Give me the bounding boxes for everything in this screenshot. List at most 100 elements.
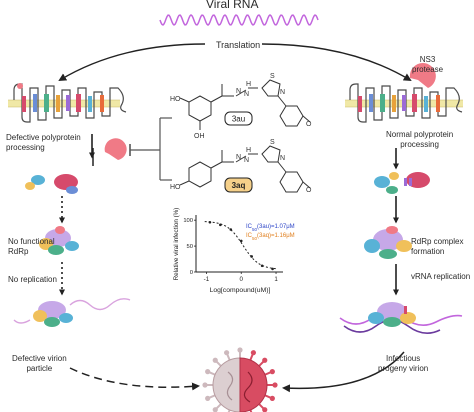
label-normal-processing: Normal polyprotein processing <box>386 130 453 149</box>
atom-label-n2-3au: N <box>244 91 249 98</box>
label-no-functional-rdrp-line2: RdRp <box>8 246 29 256</box>
label-normal-processing-line1: Normal polyprotein <box>386 130 454 139</box>
nonfunctional-rdrp-icon <box>39 226 79 255</box>
chart-ticks: 0 50 100 -1 0 1 <box>183 218 278 283</box>
ns3-protease-icon <box>409 63 436 88</box>
no-replication-complex-icon <box>13 298 131 327</box>
ns3-label: NS3 protease <box>412 55 443 74</box>
chart-data-point <box>229 228 233 231</box>
rdrp-complex-icon <box>364 226 412 259</box>
chart-y-label: Relative viral infection (%) <box>173 208 180 281</box>
label-defective-processing: Defective polyprotein processing <box>6 133 81 152</box>
compound-3aq-label: 3aq <box>232 181 246 190</box>
atom-label-oh-3au-bottom: OH <box>194 133 205 140</box>
label-defective-processing-line2: processing <box>6 142 45 152</box>
chart-data-point <box>219 223 222 227</box>
label-no-functional-rdrp-line1: No functional <box>8 237 55 246</box>
label-defective-virion: Defective virion particle <box>12 354 67 373</box>
atom-label-ho-3aq: HO <box>170 184 181 191</box>
atom-label-s-3aq: S <box>270 139 275 146</box>
title-viral-rna: Viral RNA <box>206 0 259 11</box>
arrow-to-defective-virion <box>69 367 200 391</box>
ns3-label-line2: protease <box>412 64 444 74</box>
compound-3au-label-box <box>224 111 253 126</box>
virion-spike-head <box>269 369 275 375</box>
label-rdrp-complex-line1: RdRp complex <box>411 237 464 246</box>
chart-fit-curve <box>204 221 278 270</box>
label-defective-virion-line1: Defective virion <box>12 354 67 363</box>
virion-spike-head <box>205 395 211 401</box>
compound-3aq-label-box <box>224 177 253 193</box>
virion-icon <box>202 347 278 412</box>
virion-spike-head <box>262 407 268 412</box>
vrna-replication-icon <box>339 302 463 334</box>
translation-arrow-left <box>58 43 206 82</box>
compound-3aq-structure <box>179 145 311 193</box>
fragmented-proteins-icon <box>25 174 78 194</box>
chart-x-tick-label: 1 <box>274 276 278 283</box>
atom-label-n-3aq: N <box>236 154 241 161</box>
processed-proteins-icon <box>374 172 430 194</box>
translation-label: Translation <box>214 40 263 51</box>
chart-data-point <box>250 255 253 258</box>
virion-spike-head <box>250 350 256 356</box>
atom-label-n3-3au: N <box>280 89 285 96</box>
inhibition-bracket <box>129 117 172 181</box>
virion-spike-head <box>205 369 211 375</box>
ns3-label-line1: NS3 <box>419 55 436 64</box>
compound-3au-label: 3au <box>232 115 245 124</box>
compound-3au-structure <box>179 79 311 130</box>
atom-label-n2-3aq: N <box>244 157 249 164</box>
translation-arrow-right <box>261 43 412 82</box>
label-normal-processing-line2: processing <box>400 139 439 149</box>
label-defective-virion-line2: particle <box>26 363 53 373</box>
polyprotein-membrane-left <box>8 83 127 123</box>
chart-y-tick-label: 50 <box>187 244 193 250</box>
label-rdrp-complex: RdRp complex formation <box>411 237 463 256</box>
atom-label-oh-3au-top: HO <box>170 96 181 103</box>
atom-label-nh-3aq: H <box>246 147 251 154</box>
virion-spike-head <box>212 357 218 363</box>
viral-rna-strand <box>159 14 319 26</box>
virion-spike-head <box>224 350 230 356</box>
label-defective-processing-line1: Defective polyprotein <box>6 133 81 142</box>
chart-x-tick-label: 0 <box>240 276 244 283</box>
atom-label-nh-3au: H <box>246 81 251 88</box>
label-no-replication: No replication <box>8 275 57 284</box>
label-rdrp-complex-line2: formation <box>411 246 445 256</box>
virion-spike-head <box>269 395 275 401</box>
ic50-3aq-label: IC50(3aq)=1.16μM <box>246 233 295 241</box>
polyprotein-membrane-right <box>345 83 463 123</box>
virion-spike-head <box>272 382 278 388</box>
atom-label-o-3au: O <box>306 121 312 128</box>
chart-data-point <box>208 220 212 224</box>
atom-label-o-3aq: O <box>306 187 312 194</box>
virion-spike <box>227 409 231 412</box>
label-no-functional-rdrp: No functional RdRp <box>8 237 55 256</box>
chart-x-label: Log[compound(uM)] <box>210 287 271 294</box>
chart-y-tick-label: 100 <box>183 218 193 224</box>
label-infectious-virion-line2: progeny virion <box>378 363 429 373</box>
atom-label-n3-3aq: N <box>280 155 285 162</box>
inhibited-protease-icon <box>92 138 127 166</box>
chart-data-point <box>271 267 274 271</box>
virion-spike-head <box>262 357 268 363</box>
label-infectious-virion: Infectious progeny virion <box>378 354 428 373</box>
chart-x-tick-label: -1 <box>204 276 210 283</box>
virion-spike-head <box>212 407 218 412</box>
ic50-3au-label: IC50(3au)=1.07μM <box>246 224 295 232</box>
virion-spike-head <box>202 382 208 388</box>
chart-points <box>208 220 274 271</box>
label-infectious-virion-line1: Infectious <box>386 354 421 363</box>
chart-y-tick-label: 0 <box>190 270 193 276</box>
chart-data-point <box>239 239 243 243</box>
virion-spike <box>249 409 253 412</box>
arrow-to-infectious-virion <box>282 351 405 393</box>
label-vrna-replication: vRNA replication <box>411 272 471 281</box>
chart-data-point <box>260 264 264 268</box>
atom-label-s-3au: S <box>270 73 275 80</box>
atom-label-n-3au: N <box>236 88 241 95</box>
virion-spike-head <box>237 347 243 353</box>
